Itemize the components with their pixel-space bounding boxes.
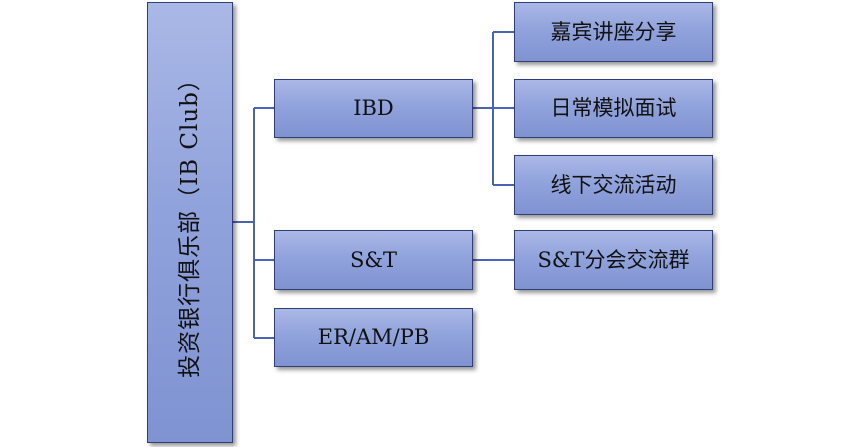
node-ibd-label: IBD xyxy=(353,96,394,120)
node-mock-interview: 日常模拟面试 xyxy=(514,79,713,138)
node-offline-activity: 线下交流活动 xyxy=(514,155,713,215)
root-node-label: 投资银行俱乐部（IB Club） xyxy=(176,67,203,378)
node-st-group: S&T分会交流群 xyxy=(514,230,713,290)
node-ibd: IBD xyxy=(274,79,473,138)
node-st-group-label: S&T分会交流群 xyxy=(537,247,690,272)
node-st-label: S&T xyxy=(349,247,398,272)
node-guest-lecture: 嘉宾讲座分享 xyxy=(514,2,713,62)
node-guest-lecture-label: 嘉宾讲座分享 xyxy=(550,19,677,44)
root-node-ib-club: 投资银行俱乐部（IB Club） xyxy=(147,2,233,443)
node-offline-activity-label: 线下交流活动 xyxy=(550,172,677,197)
node-er-am-pb: ER/AM/PB xyxy=(274,308,473,367)
node-mock-interview-label: 日常模拟面试 xyxy=(550,96,677,120)
node-er-am-pb-label: ER/AM/PB xyxy=(317,325,430,349)
node-st: S&T xyxy=(274,230,473,290)
